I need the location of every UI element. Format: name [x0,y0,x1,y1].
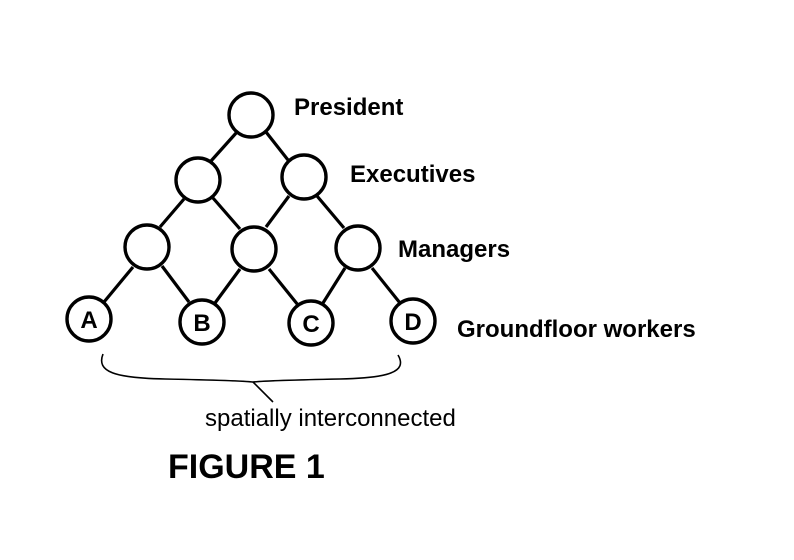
nodes [65,91,437,347]
edge-manager-right-worker-c [321,267,347,304]
edge-president-exec-right [264,131,290,161]
label-managers: Managers [398,236,510,263]
node-manager-middle [230,225,278,273]
annotation-spatially-interconnected: spatially interconnected [205,405,456,432]
interconnection-brace [100,353,402,383]
node-manager-left [123,223,171,271]
node-manager-right [334,224,382,272]
edge-exec-left-manager-middle [211,196,242,231]
edge-exec-right-manager-middle [264,195,291,228]
figure-title: FIGURE 1 [168,448,325,486]
edge-manager-left-worker-a [102,265,135,304]
node-worker-b [178,298,226,346]
node-executive-left [174,156,222,204]
edge-manager-right-worker-d [370,267,402,304]
edge-president-exec-left [209,130,239,163]
edge-manager-middle-worker-b [213,268,242,304]
label-executives: Executives [350,161,475,188]
node-worker-a [65,295,113,343]
label-president: President [294,94,403,121]
edge-exec-right-manager-right [315,194,346,230]
edge-manager-left-worker-b [160,265,191,303]
node-worker-c [287,299,335,347]
edge-exec-left-manager-left [158,197,186,229]
worker-letter-b: B [193,310,210,337]
worker-letter-a: A [80,307,97,334]
label-groundfloor-workers: Groundfloor workers [457,316,696,343]
node-president [227,91,275,139]
brace-pointer [252,381,274,403]
node-executive-right [280,153,328,201]
edges [102,130,402,307]
worker-letter-c: C [302,311,319,338]
node-worker-d [389,297,437,345]
edge-manager-middle-worker-c [267,267,300,307]
worker-letter-d: D [404,309,421,336]
